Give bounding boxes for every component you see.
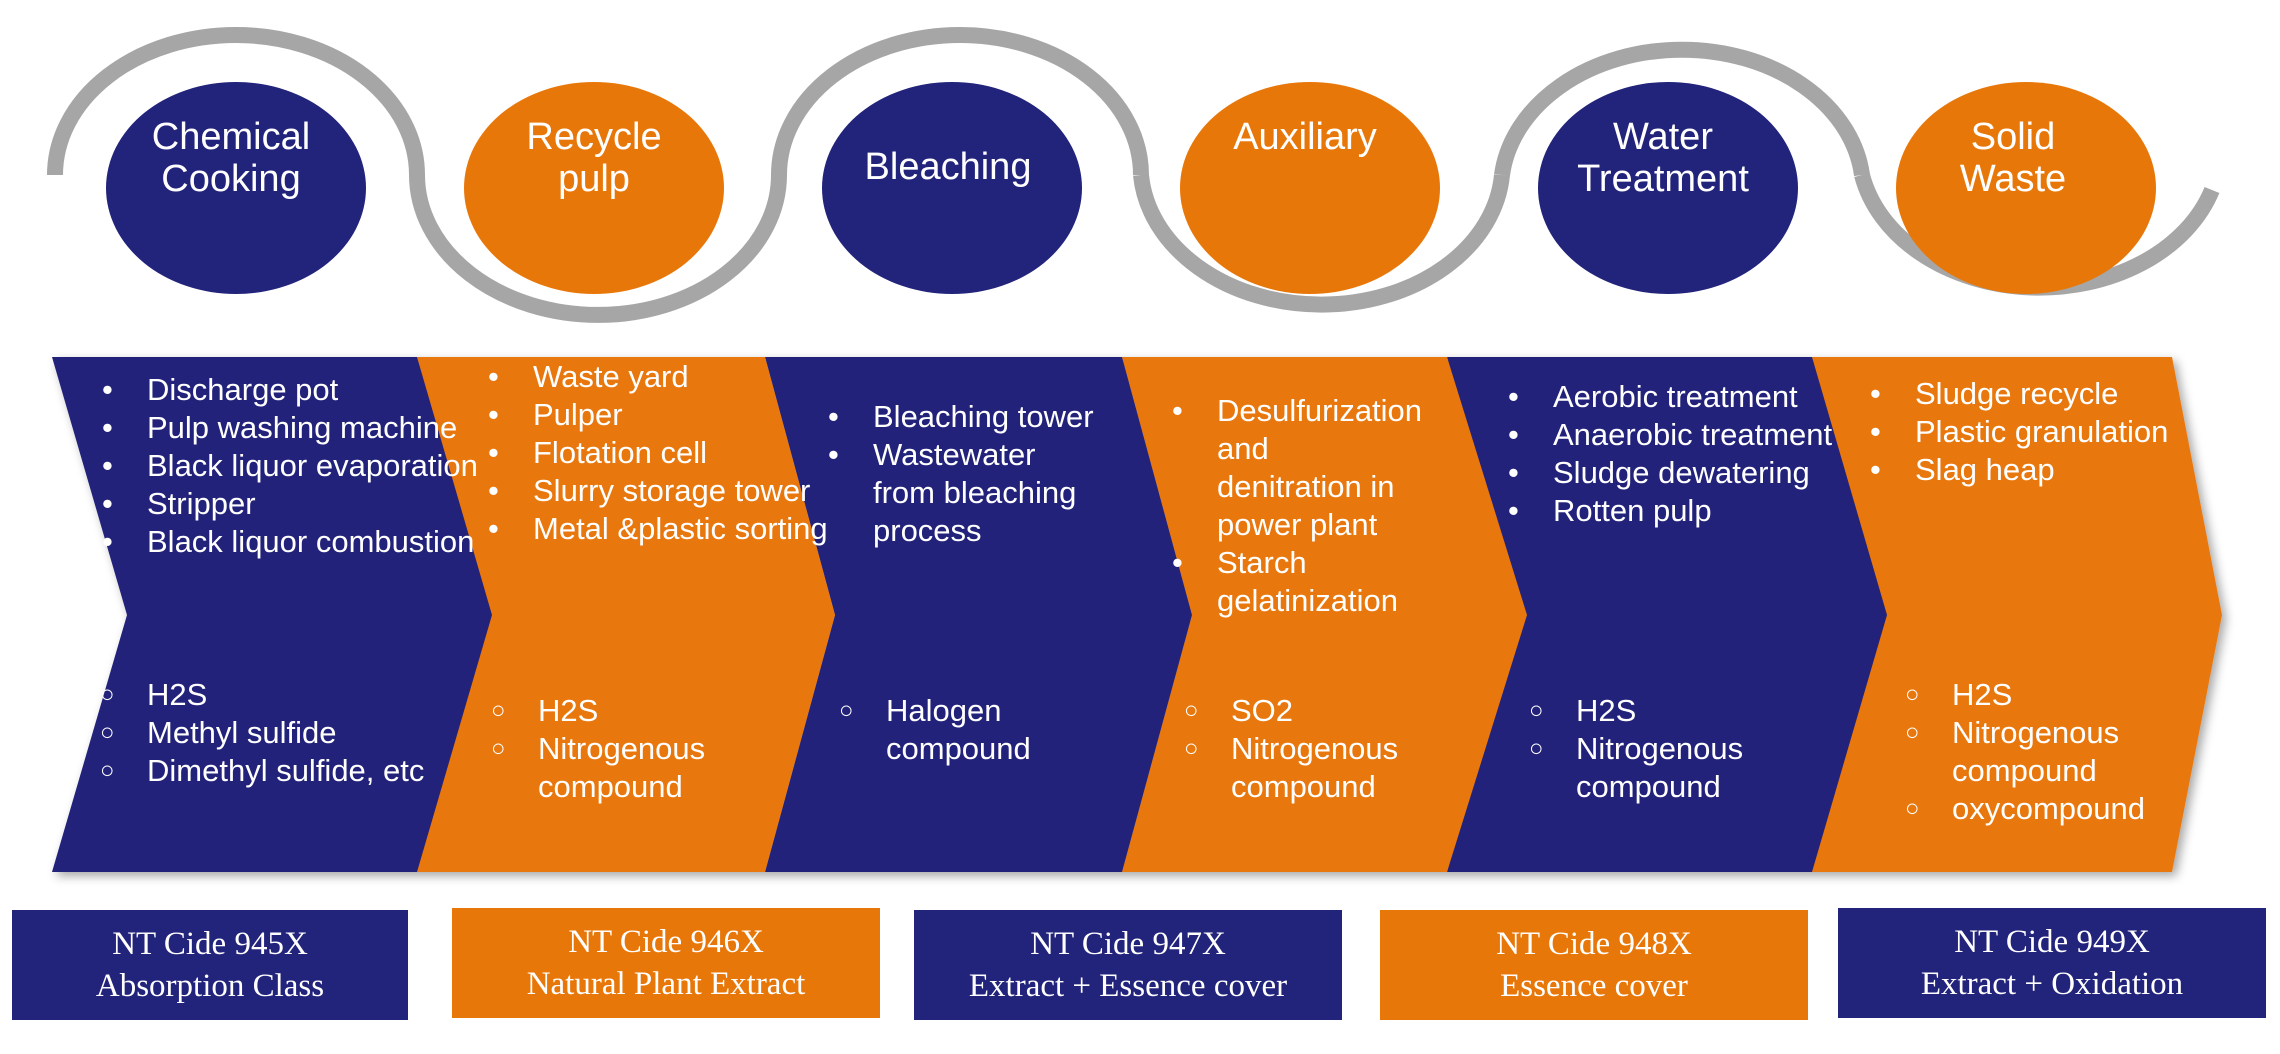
gas-list-chemical-cooking: H2S Methyl sulfide Dimethyl sulfide, etc bbox=[100, 676, 424, 790]
process-item: Pulp washing machine bbox=[100, 409, 478, 447]
process-item: Stripper bbox=[100, 485, 478, 523]
ring-arc-2 bbox=[409, 174, 787, 323]
gas-item: H2S bbox=[1905, 676, 2145, 714]
gas-item: compound bbox=[886, 731, 1031, 766]
process-item: Wastewater bbox=[826, 436, 1094, 474]
gas-item: H2S bbox=[1529, 692, 1743, 730]
process-item: Discharge pot bbox=[100, 371, 478, 409]
gas-list-solid-waste: H2S Nitrogenous compound oxycompound bbox=[1905, 676, 2145, 828]
product-box-945x bbox=[12, 910, 408, 1020]
stage-title-chemical-cooking: Chemical Cooking bbox=[151, 116, 311, 200]
process-item: denitration in bbox=[1217, 469, 1395, 504]
process-item: Flotation cell bbox=[486, 434, 828, 472]
process-item: Bleaching tower bbox=[826, 398, 1094, 436]
product-label-949x: NT Cide 949X Extract + Oxidation bbox=[1838, 908, 2266, 1018]
gas-list-bleaching: Halogen compound bbox=[839, 692, 1031, 768]
ring-arc-1 bbox=[47, 27, 425, 176]
product-box-947x bbox=[914, 910, 1342, 1020]
process-item: Sludge recycle bbox=[1868, 375, 2180, 413]
process-item: Sludge dewatering bbox=[1506, 454, 1832, 492]
gas-item: compound bbox=[1231, 769, 1376, 804]
stage-title-water-treatment: Water Treatment bbox=[1577, 116, 1749, 200]
process-list-water-treatment: Aerobic treatment Anaerobic treatment Sl… bbox=[1506, 378, 1832, 530]
process-list-solid-waste: Sludge recycle Plastic granulation Slag … bbox=[1868, 375, 2180, 489]
gas-item: compound bbox=[538, 769, 683, 804]
product-code: NT Cide 946X bbox=[568, 924, 764, 960]
ring-arc-5 bbox=[1494, 41, 1870, 177]
stage-circles bbox=[106, 82, 2156, 294]
product-label-947x: NT Cide 947X Extract + Essence cover bbox=[914, 910, 1342, 1020]
process-list-chemical-cooking: Discharge pot Pulp washing machine Black… bbox=[100, 371, 478, 561]
gas-item: Halogen bbox=[839, 692, 1031, 730]
product-name: Absorption Class bbox=[95, 968, 325, 1004]
process-list-recycle-pulp: Waste yard Pulper Flotation cell Slurry … bbox=[486, 358, 828, 548]
process-list-bleaching: Bleaching tower Wastewater from bleachin… bbox=[826, 398, 1094, 550]
product-box-948x bbox=[1380, 910, 1808, 1020]
gas-item: oxycompound bbox=[1905, 790, 2145, 828]
process-item: Black liquor combustion bbox=[100, 523, 478, 561]
process-item: Starch bbox=[1170, 544, 1422, 582]
process-item: and bbox=[1217, 431, 1269, 466]
process-item: Slag heap bbox=[1868, 451, 2180, 489]
product-name: Extract + Essence cover bbox=[968, 968, 1288, 1004]
process-item: Slurry storage tower bbox=[486, 472, 828, 510]
process-item: Desulfurization bbox=[1170, 392, 1422, 430]
gas-item: Methyl sulfide bbox=[100, 714, 424, 752]
product-label-948x: NT Cide 948X Essence cover bbox=[1380, 910, 1808, 1020]
stage-circle-chemical-cooking bbox=[106, 82, 366, 294]
stage-circle-auxiliary bbox=[1180, 82, 1440, 294]
process-item: from bleaching bbox=[873, 475, 1077, 510]
product-box-946x bbox=[452, 908, 880, 1018]
stage-title-auxiliary: Auxiliary bbox=[1233, 116, 1377, 158]
product-label-945x: NT Cide 945X Absorption Class bbox=[12, 910, 408, 1020]
gas-item: SO2 bbox=[1184, 692, 1398, 730]
gas-item: Nitrogenous bbox=[1905, 714, 2145, 752]
ring-arc-3 bbox=[771, 27, 1149, 176]
product-code: NT Cide 949X bbox=[1954, 924, 2150, 960]
process-item: Waste yard bbox=[486, 358, 828, 396]
product-code: NT Cide 947X bbox=[1030, 926, 1226, 962]
product-code: NT Cide 948X bbox=[1496, 926, 1692, 962]
product-name: Extract + Oxidation bbox=[1920, 966, 2184, 1002]
product-name: Essence cover bbox=[1500, 968, 1688, 1004]
stage-circle-solid-waste bbox=[1896, 82, 2156, 294]
process-item: Plastic granulation bbox=[1868, 413, 2180, 451]
product-code: NT Cide 945X bbox=[112, 926, 308, 962]
process-item: Black liquor evaporation bbox=[100, 447, 478, 485]
process-item: gelatinization bbox=[1217, 583, 1398, 618]
process-item: Pulper bbox=[486, 396, 828, 434]
product-box-949x bbox=[1838, 908, 2266, 1018]
stage-circle-recycle-pulp bbox=[464, 82, 724, 294]
stage-circle-water-treatment bbox=[1538, 82, 1798, 294]
gas-item: Dimethyl sulfide, etc bbox=[100, 752, 424, 790]
gas-item: H2S bbox=[100, 676, 424, 714]
gas-item: Nitrogenous bbox=[491, 730, 705, 768]
gas-list-auxiliary: SO2 Nitrogenous compound bbox=[1184, 692, 1398, 806]
process-item: Anaerobic treatment bbox=[1506, 416, 1832, 454]
chevron-bleaching bbox=[765, 357, 1192, 872]
gas-item: compound bbox=[1576, 769, 1721, 804]
gas-item: Nitrogenous bbox=[1529, 730, 1743, 768]
stage-title-bleaching: Bleaching bbox=[864, 146, 1032, 188]
gas-list-recycle-pulp: H2S Nitrogenous compound bbox=[491, 692, 705, 806]
process-list-auxiliary: Desulfurization and denitration in power… bbox=[1170, 392, 1422, 620]
gas-item: H2S bbox=[491, 692, 705, 730]
ring-arc-4 bbox=[1133, 174, 1510, 313]
process-item: Rotten pulp bbox=[1506, 492, 1832, 530]
gas-item: Nitrogenous bbox=[1184, 730, 1398, 768]
stage-circle-bleaching bbox=[822, 82, 1082, 294]
gas-item: compound bbox=[1952, 753, 2097, 788]
process-item: Aerobic treatment bbox=[1506, 378, 1832, 416]
gas-list-water-treatment: H2S Nitrogenous compound bbox=[1529, 692, 1743, 806]
process-item: process bbox=[873, 513, 982, 548]
stage-title-solid-waste: Solid Waste bbox=[1959, 116, 2067, 200]
product-label-946x: NT Cide 946X Natural Plant Extract bbox=[452, 908, 880, 1018]
stage-title-recycle-pulp: Recycle pulp bbox=[526, 116, 662, 200]
process-item: power plant bbox=[1217, 507, 1378, 542]
product-name: Natural Plant Extract bbox=[526, 966, 806, 1002]
product-boxes bbox=[12, 908, 2266, 1020]
process-item: Metal &plastic sorting bbox=[486, 510, 828, 548]
